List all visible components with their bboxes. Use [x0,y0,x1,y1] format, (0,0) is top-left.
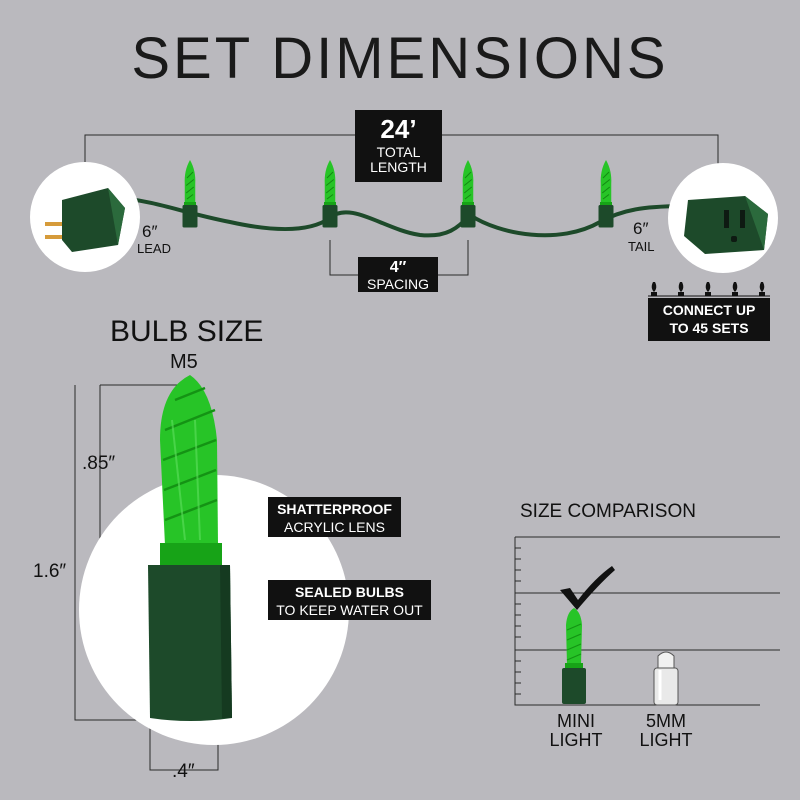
tail-value: 6″ [633,219,649,238]
string-bulb [597,159,615,229]
lens-callout: SHATTERPROOF ACRYLIC LENS [268,497,401,537]
total-height-value: 1.6″ [33,561,67,582]
string-bulb [321,159,339,229]
page-title: SET DIMENSIONS [131,26,669,91]
comparison-title: SIZE COMPARISON [520,501,696,522]
total-length-bracket [84,134,719,168]
string-bulb [181,159,199,229]
connect-label: CONNECT UP TO 45 SETS [648,298,770,341]
spacing-bracket [329,240,469,276]
comparison-ruler [514,536,780,706]
socket-icon [668,163,778,273]
spacing-label: 4″ SPACING [358,257,438,292]
tail-label: TAIL [628,239,655,254]
5mm-bulb-icon [653,651,679,706]
bulb-model: M5 [170,351,198,373]
sealed-callout: SEALED BULBS TO KEEP WATER OUT [268,580,431,620]
5mm-light-label: 5MM LIGHT [639,711,693,750]
checkmark-icon [560,566,615,610]
lens-height-value: .85″ [82,453,116,474]
width-value: .4″ [172,761,195,782]
chain-bulbs-icon [648,282,770,297]
large-bulb-icon [79,375,349,745]
bulb-size-heading: BULB SIZE [110,315,264,348]
total-length-label: 24’ TOTAL LENGTH [355,110,442,182]
lead-value: 6″ [142,222,158,241]
mini-bulb-icon [562,608,586,704]
lead-label: LEAD [137,241,171,256]
string-bulb [459,159,477,229]
plug-icon [30,162,140,272]
mini-light-label: MINI LIGHT [549,711,603,750]
